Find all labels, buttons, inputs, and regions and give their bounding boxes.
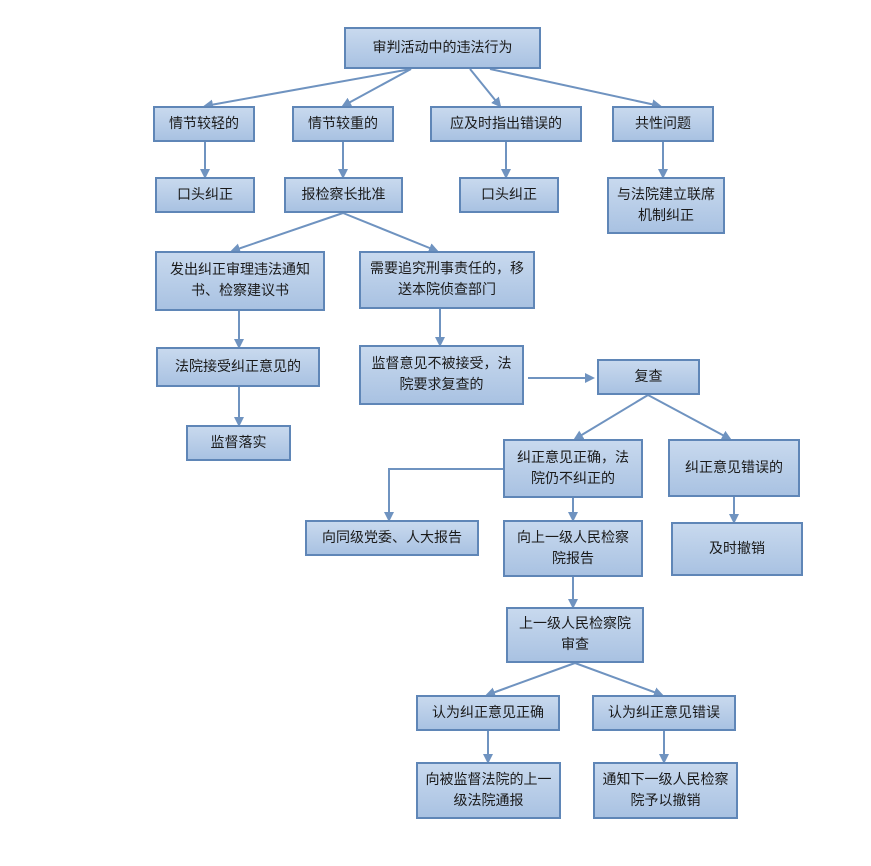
node-not-accepted: 监督意见不被接受，法院要求复查的: [359, 345, 524, 405]
node-correct-still: 纠正意见正确，法院仍不纠正的: [503, 439, 643, 498]
edge-root-serious: [341, 68, 412, 107]
edge-review-correct: [573, 394, 649, 441]
edge-correct-party: [384, 468, 503, 522]
node-joint: 与法院建立联席机制纠正: [607, 177, 725, 234]
node-report-chief: 报检察长批准: [284, 177, 403, 213]
edge-review-wrong: [647, 394, 732, 440]
node-deem-wrong: 认为纠正意见错误: [592, 695, 736, 731]
edge-root-common: [489, 68, 662, 110]
node-timely: 应及时指出错误的: [430, 106, 582, 142]
node-oral1: 口头纠正: [155, 177, 255, 213]
node-root: 审判活动中的违法行为: [344, 27, 541, 69]
edge-root-timely: [469, 68, 502, 108]
node-implement: 监督落实: [186, 425, 291, 461]
node-common: 共性问题: [612, 106, 714, 142]
edge-report-notice: [230, 212, 344, 254]
node-upper-review: 上一级人民检察院审查: [506, 607, 644, 663]
edge-report-criminal: [342, 212, 439, 253]
node-notify-lower: 通知下一级人民检察院予以撤销: [593, 762, 738, 819]
node-party-npc: 向同级党委、人大报告: [305, 520, 479, 556]
node-notice: 发出纠正审理违法通知书、检察建议书: [155, 251, 325, 311]
node-report-upper: 向上一级人民检察院报告: [503, 520, 643, 577]
node-notify-court: 向被监督法院的上一级法院通报: [416, 762, 561, 819]
node-wrong: 纠正意见错误的: [668, 439, 800, 497]
node-minor: 情节较轻的: [153, 106, 255, 142]
node-serious: 情节较重的: [292, 106, 394, 142]
node-review: 复查: [597, 359, 700, 395]
node-criminal: 需要追究刑事责任的，移送本院侦查部门: [359, 251, 535, 309]
node-accepted: 法院接受纠正意见的: [156, 347, 320, 387]
edge-review-deemcorrect: [485, 662, 576, 697]
node-deem-correct: 认为纠正意见正确: [416, 695, 560, 731]
edge-review-deemwrong: [574, 662, 664, 697]
node-revoke: 及时撤销: [671, 522, 803, 576]
edge-root-minor: [203, 68, 412, 110]
node-oral2: 口头纠正: [459, 177, 559, 213]
